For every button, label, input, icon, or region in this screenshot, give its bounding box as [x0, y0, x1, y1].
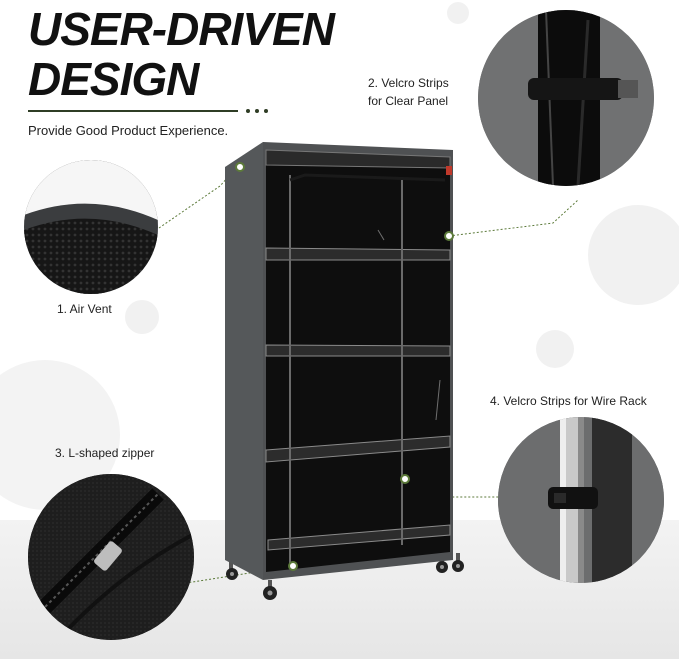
label-velcro-clear-panel: 2. Velcro Strips for Clear Panel [368, 74, 449, 110]
zoom-air-vent [24, 160, 158, 294]
underline-dot [264, 109, 268, 113]
marker-velcro-clear-panel [444, 231, 454, 241]
marker-velcro-wire-rack [400, 474, 410, 484]
tagline: Provide Good Product Experience. [28, 123, 229, 138]
label-velcro-line-2: for Clear Panel [368, 94, 449, 108]
zoom-velcro-clear-panel [478, 10, 654, 186]
headline-underline [28, 110, 238, 112]
zoom-velcro-wire-rack [498, 417, 664, 583]
cover-side-panel [225, 142, 263, 580]
marker-air-vent [235, 162, 245, 172]
label-air-vent: 1. Air Vent [57, 302, 112, 316]
decor-bubble [447, 2, 469, 24]
underline-dot [246, 109, 250, 113]
zoom-l-zipper [28, 474, 194, 640]
underline-dot [255, 109, 259, 113]
decor-bubble [588, 205, 679, 305]
headline-line-1: USER-DRIVEN [28, 3, 335, 55]
marker-l-zipper [288, 561, 298, 571]
decor-bubble [536, 330, 574, 368]
clear-panel [266, 150, 450, 572]
wire-shelves [265, 247, 451, 551]
decor-bubble [125, 300, 159, 334]
headline-line-2: DESIGN [28, 53, 199, 105]
caster-wheels [226, 553, 464, 600]
brand-tag [446, 166, 452, 175]
label-l-zipper: 3. L-shaped zipper [55, 446, 155, 460]
label-velcro-wire-rack: 4. Velcro Strips for Wire Rack [490, 394, 647, 408]
label-velcro-line-1: 2. Velcro Strips [368, 76, 449, 90]
